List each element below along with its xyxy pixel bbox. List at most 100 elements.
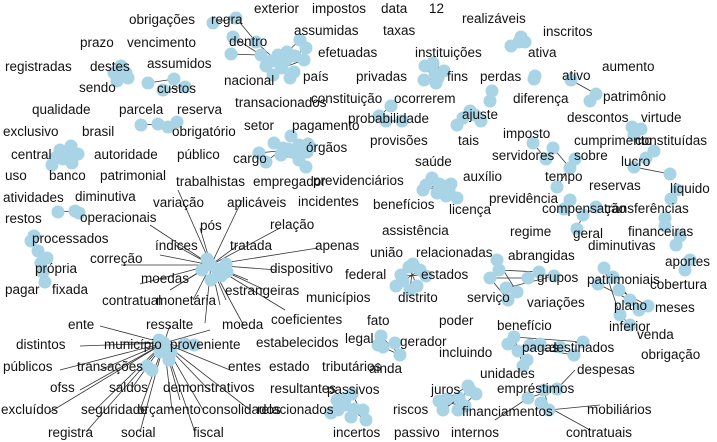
network-node	[219, 257, 233, 271]
network-node	[51, 205, 65, 219]
word-label: restos	[5, 211, 42, 226]
word-label: licença	[449, 202, 492, 217]
network-node	[206, 16, 220, 30]
network-node	[31, 244, 45, 258]
word-label: públicos	[3, 359, 53, 374]
network-node	[526, 136, 540, 150]
network-node	[145, 363, 159, 377]
word-label: inferior	[609, 319, 651, 334]
network-node	[550, 382, 564, 396]
network-node	[110, 74, 124, 88]
word-label: regra	[211, 12, 243, 27]
network-node	[546, 141, 560, 155]
word-label: brasil	[82, 124, 114, 139]
word-label: distrito	[398, 290, 438, 305]
network-node	[658, 219, 672, 233]
network-edge	[494, 397, 529, 421]
network-node	[523, 338, 537, 352]
word-label: impostos	[312, 1, 366, 16]
network-node	[338, 392, 352, 406]
network-node	[440, 392, 454, 406]
word-label: dentro	[229, 34, 267, 49]
word-label: seguridade	[81, 402, 148, 417]
word-label: serviço	[467, 290, 510, 305]
word-label: entes	[228, 359, 261, 374]
word-label: assistência	[382, 223, 449, 238]
word-label: exclusivo	[3, 124, 59, 139]
word-label: líquido	[670, 181, 710, 196]
word-label: diferença	[513, 91, 569, 106]
word-label: 12	[429, 1, 444, 16]
word-label: constituídas	[635, 133, 707, 148]
word-label: contratuais	[566, 425, 632, 440]
network-node	[259, 155, 273, 169]
word-label: proveniente	[170, 337, 241, 352]
network-node	[597, 261, 611, 275]
word-label: cobertura	[650, 277, 708, 292]
word-label: ainda	[369, 361, 403, 376]
word-label: variações	[527, 295, 585, 310]
word-label: previdenciários	[313, 173, 404, 188]
network-node	[542, 403, 556, 417]
word-label: lucro	[621, 154, 650, 169]
network-node	[683, 253, 697, 267]
word-label: gerador	[400, 334, 447, 349]
word-label: autoridade	[94, 147, 158, 162]
network-node	[264, 54, 278, 68]
network-node	[553, 340, 567, 354]
word-label: país	[303, 69, 329, 84]
word-label: unidades	[480, 366, 535, 381]
network-node	[417, 73, 431, 87]
word-label: legal	[345, 331, 374, 346]
word-label: previdência	[489, 191, 559, 206]
word-label: consolidados	[202, 402, 281, 417]
network-node	[395, 114, 409, 128]
network-edge	[94, 342, 165, 411]
word-label: benefícios	[373, 197, 435, 212]
word-label: órgãos	[306, 140, 348, 155]
network-node	[606, 270, 620, 284]
network-node	[24, 234, 38, 248]
word-label: cargo	[233, 151, 267, 166]
network-node	[634, 122, 648, 136]
word-label: transferências	[604, 201, 689, 216]
network-node	[528, 69, 542, 83]
network-node	[195, 263, 209, 277]
word-label: pagamento	[292, 118, 360, 133]
network-node	[501, 293, 515, 307]
word-label: efetuadas	[318, 45, 378, 60]
word-label: moedas	[141, 271, 189, 286]
word-label: registra	[48, 425, 94, 440]
network-edge	[79, 342, 165, 391]
word-label: venda	[637, 327, 674, 342]
word-label: passivo	[394, 425, 440, 440]
network-edge	[99, 342, 165, 371]
network-node	[65, 156, 79, 170]
word-label: transações	[77, 359, 143, 374]
word-label: demonstrativos	[163, 380, 255, 395]
network-node	[639, 151, 653, 165]
word-label: aumento	[602, 59, 655, 74]
network-edge	[210, 199, 243, 266]
word-label: social	[121, 425, 156, 440]
network-node	[431, 71, 445, 85]
word-label: processados	[32, 231, 109, 246]
network-node	[170, 115, 184, 129]
network-node	[564, 73, 578, 87]
word-label: qualidade	[32, 102, 91, 117]
network-node	[297, 53, 311, 67]
network-edge	[163, 342, 251, 411]
network-node	[167, 72, 181, 86]
network-node	[152, 333, 166, 347]
word-label: fixada	[52, 282, 89, 297]
network-node	[664, 192, 678, 206]
word-label: tempo	[545, 169, 583, 184]
network-edge	[85, 342, 165, 433]
word-label: realizáveis	[462, 11, 526, 26]
word-label: coeficientes	[271, 312, 343, 327]
network-node	[499, 281, 513, 295]
network-node	[576, 208, 590, 222]
network-node	[583, 94, 597, 108]
word-label: atividades	[3, 190, 64, 205]
word-label: parcela	[119, 102, 164, 117]
